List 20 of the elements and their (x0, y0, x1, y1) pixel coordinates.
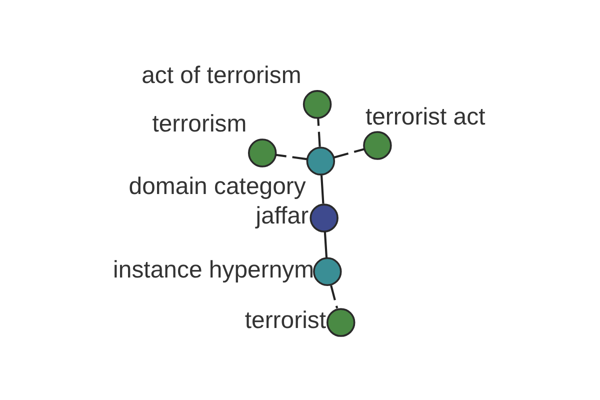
node-label: terrorism (152, 110, 247, 138)
node-label: terrorist act (365, 103, 486, 130)
node-circle (326, 308, 356, 337)
node-circle (310, 204, 338, 232)
connector (334, 148, 365, 158)
node-circle (302, 90, 332, 119)
connector (320, 175, 324, 204)
node-circle (313, 257, 342, 286)
connector (324, 231, 328, 258)
node-label: instance hypernym (113, 256, 314, 284)
node-circle (306, 146, 336, 176)
node-label: domain category (128, 172, 306, 200)
connector (330, 285, 338, 309)
node-label: jaffar (256, 202, 309, 230)
connector (276, 154, 308, 160)
node-label: act of terrorism (142, 62, 302, 90)
connector (317, 118, 321, 147)
node-circle (363, 131, 392, 160)
node-circle (248, 138, 277, 168)
node-label: terrorist (244, 307, 326, 334)
